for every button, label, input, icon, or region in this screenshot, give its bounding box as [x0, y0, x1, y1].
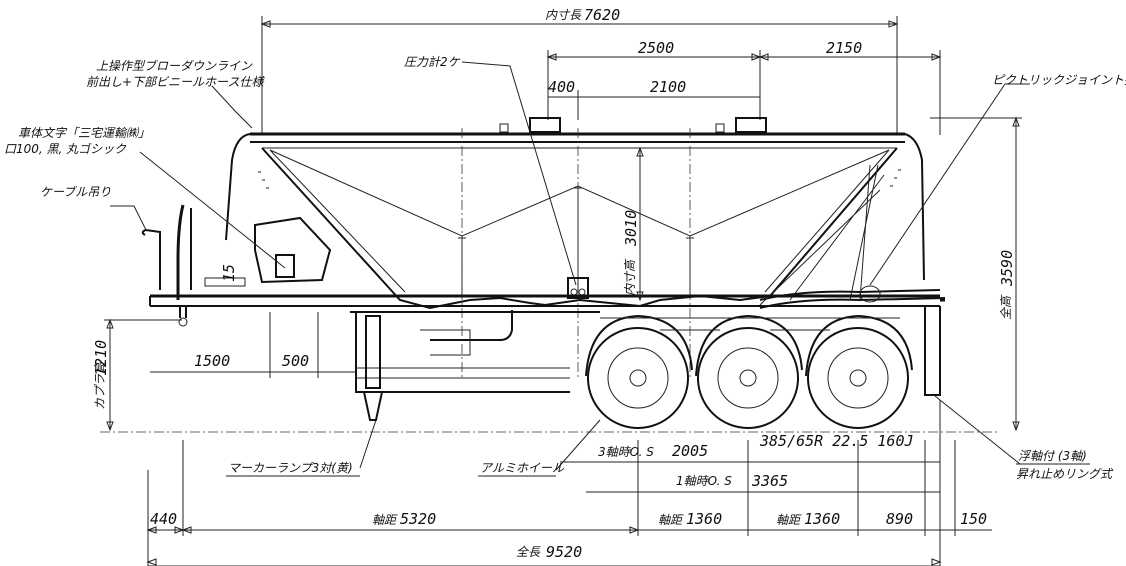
dim-total-length: 9520 [546, 543, 582, 561]
leader-lines [110, 61, 1030, 471]
dim-inner-length: 7620 [584, 6, 620, 24]
dim-axle-pitch-2: 1360 [804, 510, 840, 528]
dim-manhole-pitch-a: 2500 [638, 39, 674, 57]
dim-total-length-label: 全長 [516, 545, 541, 559]
side-dimension-lines [104, 116, 1022, 566]
dim-coupler-height: 1210 [92, 340, 110, 376]
dim-inner-height: 3010 [622, 210, 640, 247]
dim-bumper: 150 [960, 510, 987, 528]
callout-marker-lamp: マーカーランプ3対(黄) [228, 461, 353, 475]
dim-leg-offset: 500 [282, 352, 309, 370]
dim-axle1-label: 1軸時O. S [676, 474, 732, 488]
note-pictorial-joint: ピクトリックジョイント接続 [992, 73, 1126, 87]
front-structure [141, 204, 940, 421]
note-overflow-line: 上操作型ブローダウンライン [96, 59, 253, 73]
wheel-axle-3 [807, 327, 909, 429]
wheel-group [585, 298, 945, 429]
wheel-axle-2 [697, 327, 799, 429]
dim-manhole-offset: 400 [548, 78, 575, 96]
wheel-axle-1 [587, 327, 689, 429]
dim-inner-length-label: 内寸長 [545, 8, 582, 22]
dim-axle3-label: 3軸時O. S [598, 445, 654, 459]
note-cable-hook: ケーブル吊り [40, 185, 111, 199]
dim-axle1-os: 3365 [751, 472, 788, 490]
dim-coupler-height-label: カプラ高 [93, 360, 107, 410]
dim-king-pin-offset: 1500 [194, 352, 230, 370]
dim-inner-height-label: 内寸高 [623, 258, 637, 296]
note-side-letters: 車体文字「三宅運輸㈱」 [18, 126, 150, 140]
dim-wheelbase: 5320 [400, 510, 436, 528]
callout-lift-type: 昇れ止めリング式 [1016, 467, 1114, 481]
dim-manhole-pitch-b: 2150 [826, 39, 862, 57]
callout-lift-axle: 浮軸付 (3軸) [1018, 449, 1087, 463]
dim-total-height: 3590 [998, 250, 1016, 287]
note-pressure-gauge: 圧力計2ケ [404, 55, 461, 69]
callout-aluminum-wheel: アルミホイール [480, 461, 565, 475]
dim-manhole-span: 2100 [650, 78, 686, 96]
dim-wheelbase-label: 軸距 [372, 513, 398, 527]
note-hose-spec: 前出し+下部ビニールホース仕様 [86, 75, 265, 89]
dim-axle-pitch-label-2: 軸距 [776, 513, 802, 527]
note-height-side: 15 [220, 264, 238, 282]
tank-body [225, 117, 946, 380]
dim-front-overhang: 440 [150, 510, 177, 528]
note-letter-spec: 口100, 黒, 丸ゴシック [4, 142, 127, 156]
dim-tire-spec: 385/65R 22.5 160J [759, 432, 914, 450]
top-dimension-lines [260, 16, 942, 135]
dim-axle3-os: 2005 [672, 442, 708, 460]
dim-axle-pitch-label-1: 軸距 [658, 513, 684, 527]
dim-total-height-label: 全高 [999, 294, 1013, 320]
dim-axle-pitch-1: 1360 [686, 510, 722, 528]
dim-rear-overhang: 890 [886, 510, 913, 528]
